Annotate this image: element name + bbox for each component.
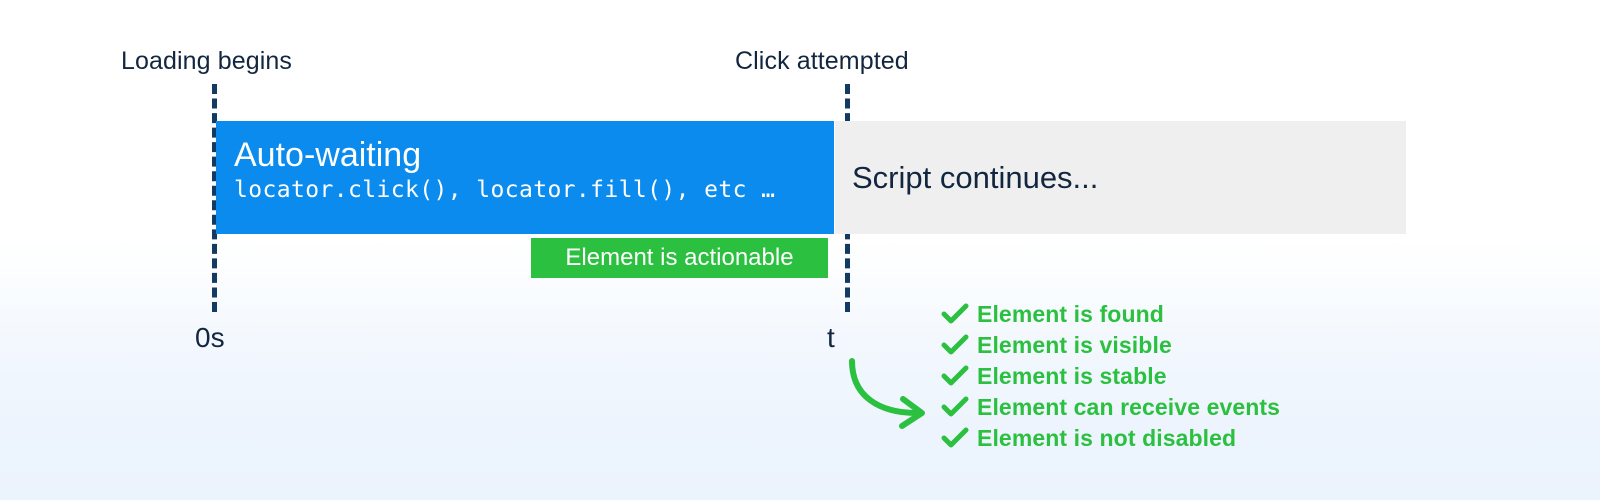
marker-label-click-attempted: Click attempted [735,47,909,75]
list-item: Element is stable [941,360,1280,391]
guide-line-start [212,84,217,312]
check-icon [941,396,977,418]
axis-label-end: t [827,322,835,353]
bar-script-continues: Script continues... [835,121,1406,234]
curved-arrow-icon [849,358,925,429]
list-item-label: Element is stable [977,362,1167,389]
bar-script-continues-title: Script continues... [852,159,1099,195]
list-item-label: Element is visible [977,331,1172,358]
list-item: Element is not disabled [941,422,1280,453]
axis-label-start: 0s [195,322,225,353]
check-icon [941,427,977,449]
marker-label-loading-begins: Loading begins [121,47,292,75]
check-icon [941,365,977,387]
badge-element-is-actionable: Element is actionable [531,238,828,278]
list-item: Element is visible [941,329,1280,360]
badge-element-is-actionable-label: Element is actionable [565,244,794,271]
bar-auto-waiting: Auto-waiting locator.click(), locator.fi… [216,121,834,234]
list-item: Element can receive events [941,391,1280,422]
list-item: Element is found [941,298,1280,329]
list-item-label: Element can receive events [977,393,1281,420]
actionability-checklist: Element is found Element is visible Elem… [941,298,1280,453]
list-item-label: Element is not disabled [977,424,1237,451]
bar-auto-waiting-title: Auto-waiting [234,136,422,174]
check-icon [941,334,977,356]
check-icon [941,303,977,325]
list-item-label: Element is found [977,300,1164,327]
bar-auto-waiting-code: locator.click(), locator.fill(), etc … [234,177,776,203]
